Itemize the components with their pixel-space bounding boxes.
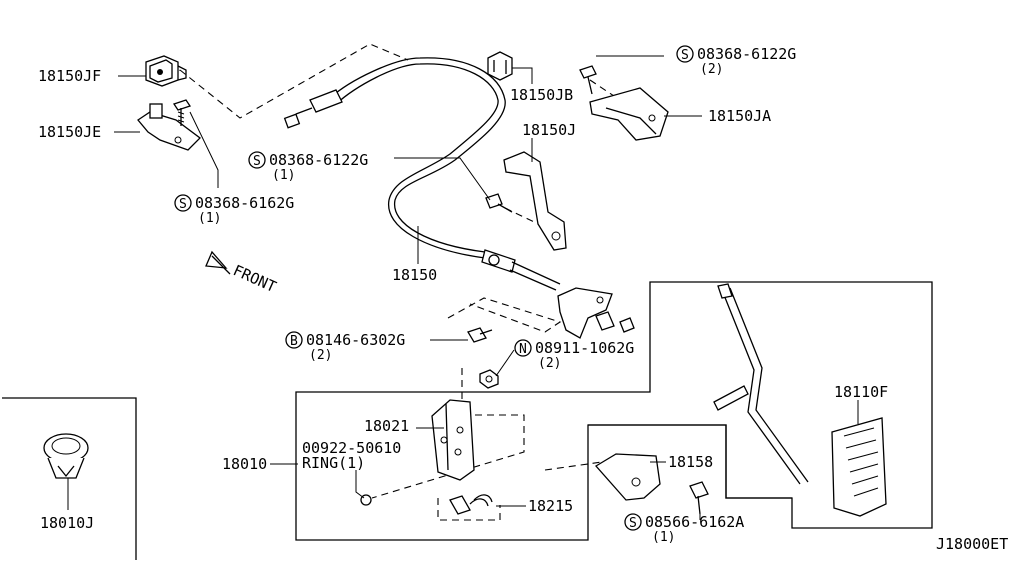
label-18110f: 18110F	[834, 383, 888, 401]
label-18158: 18158	[668, 453, 713, 471]
ref-line-stopper	[544, 461, 603, 471]
marker-s-6122-top: S	[676, 45, 694, 63]
ref-line-spring-box	[437, 498, 501, 521]
leader-6122-mid	[394, 157, 491, 201]
label-18010j: 18010J	[40, 514, 94, 532]
label-6122-mid: 08368-6122G	[269, 151, 368, 169]
leader-ring	[355, 470, 365, 499]
bracket-18150ja	[589, 87, 669, 141]
marker-n-1062: N	[514, 339, 532, 357]
front-label: FRONT	[230, 261, 279, 296]
label-6122-top: 08368-6122G	[697, 45, 796, 63]
label-ring: RING(1)	[302, 454, 365, 472]
bolt-08368-6122g-top	[579, 65, 597, 95]
clip-18010j	[43, 433, 89, 479]
marker-s-6122-mid: S	[248, 151, 266, 169]
marker-s-6162a: S	[624, 513, 642, 531]
pedal-inner-frame	[588, 424, 792, 499]
label-18010: 18010	[222, 455, 267, 473]
leader-18150jb	[512, 67, 533, 84]
label-6122-top-qty: (2)	[700, 62, 723, 77]
label-18215: 18215	[528, 497, 573, 515]
marker-s-6162: S	[174, 194, 192, 212]
leader-6162	[189, 111, 219, 188]
label-18150ja: 18150JA	[708, 107, 771, 125]
svg-text:S: S	[681, 48, 689, 63]
label-6162: 08368-6162G	[195, 194, 294, 212]
diagram-code: J18000ET	[936, 535, 1008, 553]
label-6162a-qty: (1)	[652, 530, 675, 545]
spring-18215	[449, 494, 493, 515]
pedal-bracket-18021	[431, 399, 475, 481]
svg-text:N: N	[519, 342, 527, 357]
svg-text:S: S	[253, 154, 261, 169]
svg-text:S: S	[179, 197, 187, 212]
cable-end-bracket	[557, 287, 635, 339]
bracket-18150j	[503, 151, 567, 251]
svg-text:B: B	[290, 334, 298, 349]
bolt-08368-6162g	[172, 99, 192, 126]
leader-1062	[495, 349, 515, 377]
bolt-08566-6162a	[689, 481, 709, 515]
label-18150j: 18150J	[522, 121, 576, 139]
bolt-08368-6122g-mid	[485, 193, 513, 213]
label-1062-qty: (2)	[538, 356, 561, 371]
label-1062: 08911-1062G	[535, 339, 634, 357]
svg-text:S: S	[629, 516, 637, 531]
label-6302-qty: (2)	[309, 348, 332, 363]
label-6162a: 08566-6162A	[645, 513, 744, 531]
nut-08911-1062g	[479, 369, 499, 389]
clip-18150jb	[487, 51, 513, 81]
bolt-08146-6302g	[467, 327, 493, 343]
marker-b-6302: B	[285, 331, 303, 349]
ref-line-bracket	[504, 207, 556, 233]
cable-18150	[283, 57, 561, 291]
front-arrow-icon	[205, 250, 231, 275]
label-18150: 18150	[392, 266, 437, 284]
ref-line-bolt-box	[447, 297, 562, 333]
clip-frame	[2, 397, 137, 560]
pedal-pad-18110f	[831, 417, 887, 517]
accelerator-lever	[713, 283, 809, 485]
label-6162-qty: (1)	[198, 211, 221, 226]
label-18021: 18021	[364, 417, 409, 435]
stopper-18158	[594, 453, 661, 501]
label-ring-no: 00922-50610	[302, 439, 401, 457]
label-6302: 08146-6302G	[306, 331, 405, 349]
label-6122-mid-qty: (1)	[272, 168, 295, 183]
ref-line-top	[179, 43, 409, 119]
ring-00922	[360, 494, 372, 506]
label-18150je: 18150JE	[38, 123, 101, 141]
clip-18150jf	[145, 55, 187, 87]
bracket-18150je	[137, 103, 201, 151]
label-18150jf: 18150JF	[38, 67, 101, 85]
label-18150jb: 18150JB	[510, 86, 573, 104]
